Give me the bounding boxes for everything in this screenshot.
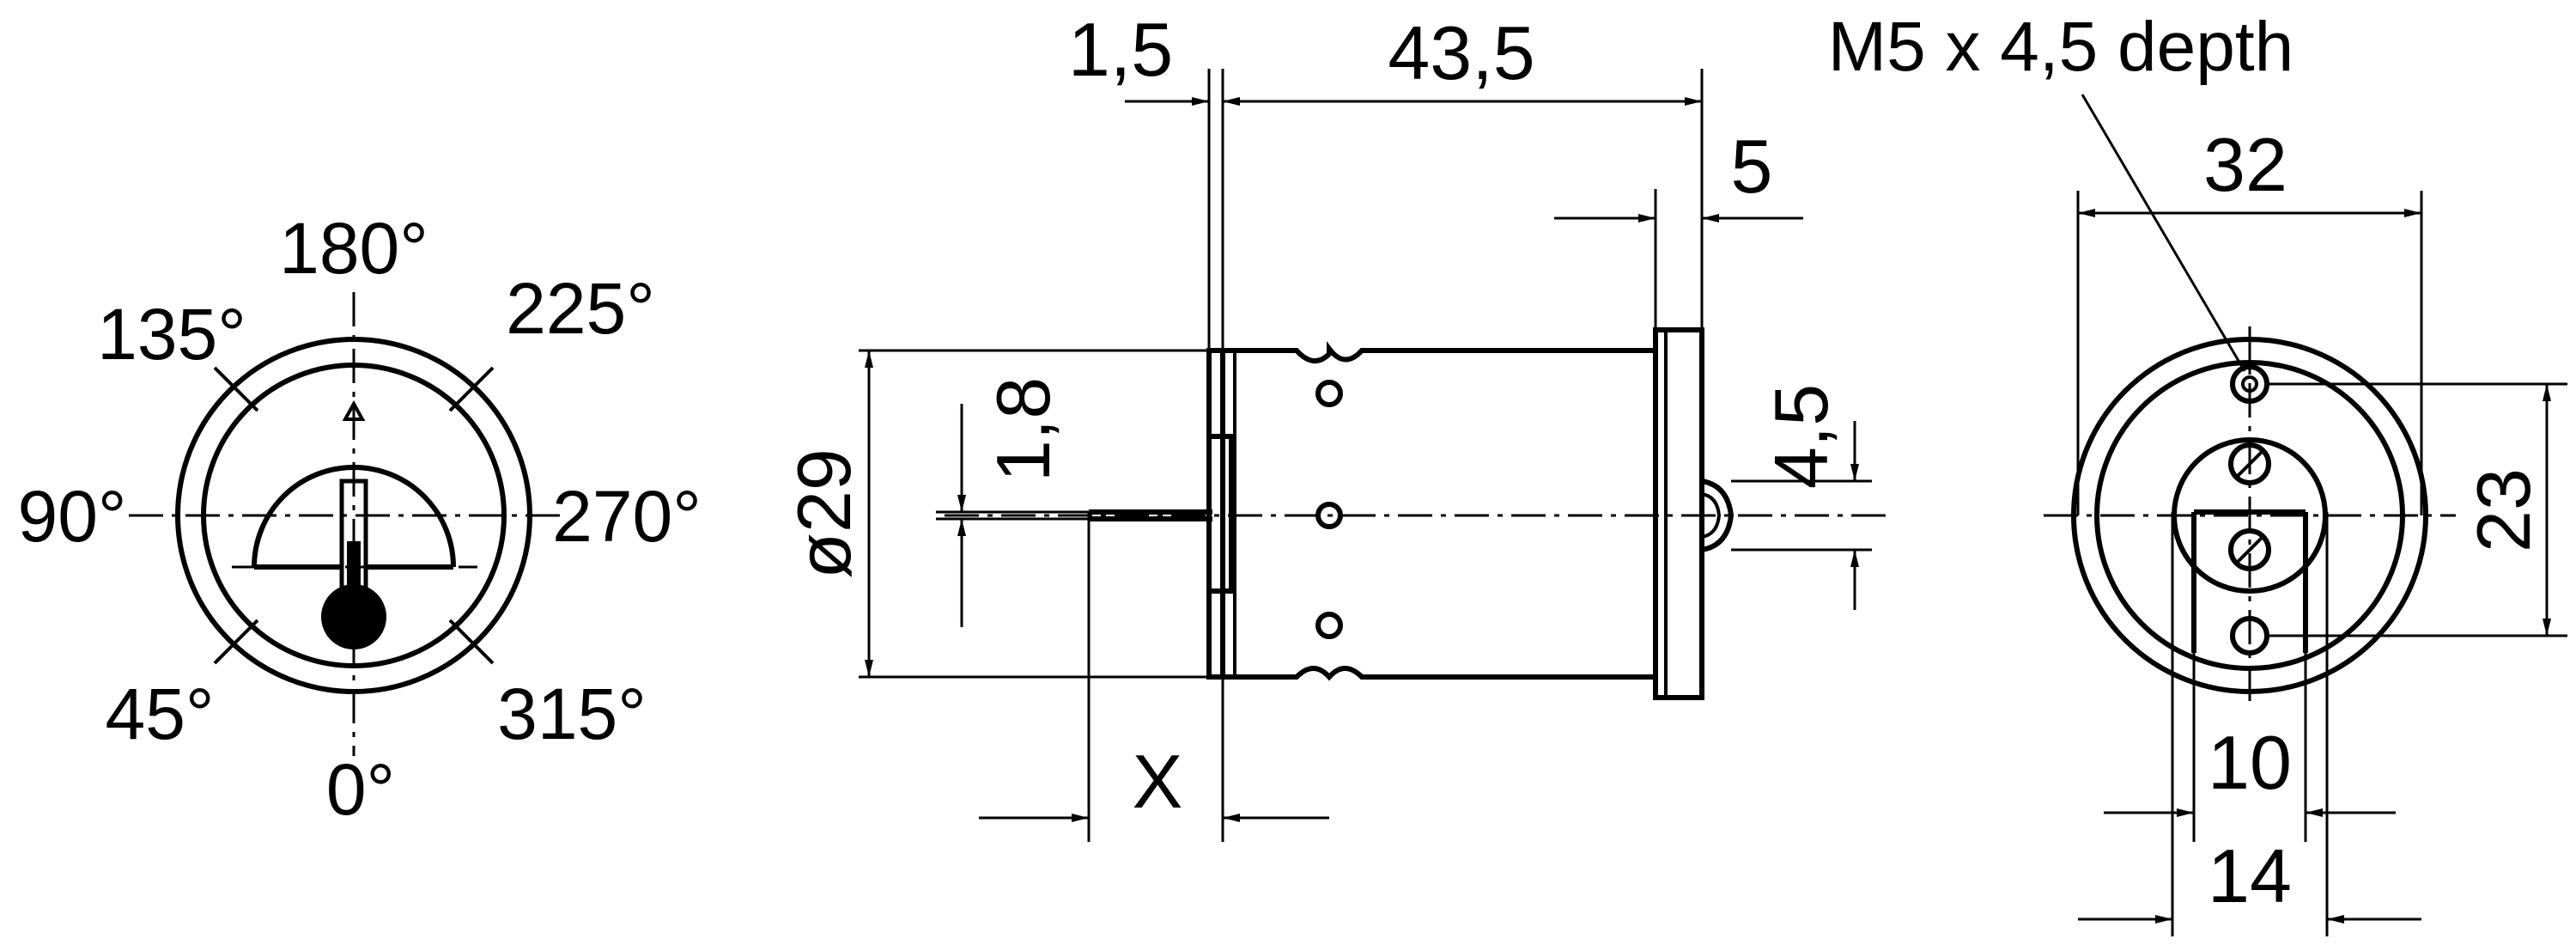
angle-label-225: 225° — [506, 268, 655, 349]
cylinder-body — [1223, 341, 1658, 681]
angle-label-90: 90° — [17, 476, 126, 557]
angle-label-45: 45° — [105, 674, 214, 754]
cam-head — [1701, 479, 1735, 552]
dim-23: 23 — [2461, 468, 2546, 552]
angle-label-180: 180° — [279, 208, 428, 289]
rear-flange — [1653, 327, 1704, 700]
dim-32: 32 — [2203, 122, 2287, 207]
angle-label-270: 270° — [552, 476, 702, 557]
dim-dia-29: ø29 — [781, 448, 866, 579]
side-view: 1,5 43,5 5 ø29 1,8 4,5 X — [781, 7, 1889, 842]
screw-lower-slot — [2235, 535, 2264, 564]
thread-note-leader — [2081, 94, 2246, 372]
dim-14: 14 — [2208, 833, 2292, 918]
dial-view: 180° 135° 225° 90° 270° 45° 315° 0° — [17, 208, 701, 830]
thread-note: M5 x 4,5 depth — [1828, 8, 2293, 86]
angle-label-135: 135° — [97, 294, 246, 375]
tick-45 — [213, 619, 259, 665]
key-bit — [321, 584, 386, 649]
angle-label-0: 0° — [326, 749, 395, 830]
pin-hole-bottom — [1315, 612, 1343, 639]
dim-5: 5 — [1731, 124, 1773, 209]
tick-135 — [213, 366, 259, 412]
angle-label-315: 315° — [497, 674, 647, 754]
dim-4-5: 4,5 — [1759, 384, 1844, 489]
dim-x: X — [1133, 739, 1183, 824]
dim-10: 10 — [2208, 720, 2292, 805]
dim-43-5: 43,5 — [1388, 10, 1534, 95]
end-view: M5 x 4,5 depth 32 23 10 14 — [1828, 8, 2567, 936]
tick-315 — [448, 619, 495, 665]
pin-hole-top — [1315, 380, 1343, 407]
tick-225 — [448, 366, 495, 412]
dim-1-8: 1,8 — [981, 377, 1066, 482]
cam-head-inner — [1701, 492, 1722, 539]
dim-1-5: 1,5 — [1068, 7, 1173, 92]
